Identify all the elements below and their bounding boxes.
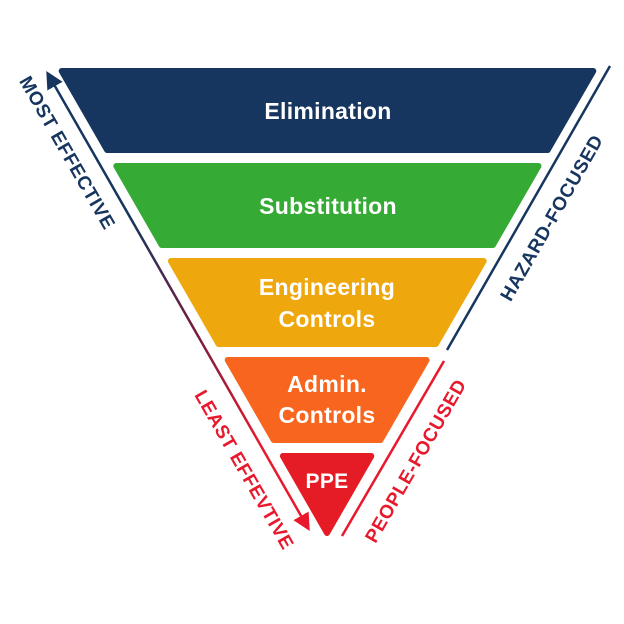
tier-label-engineering-line2: Controls [279,306,376,332]
tier-label-ppe: PPE [306,470,349,493]
effectiveness-arrow-line [46,70,310,532]
tier-label-substitution: Substitution [259,193,397,219]
tier-label-admin-line1: Admin. [287,371,367,397]
tier-label-admin-line2: Controls [279,402,376,428]
tier-shape-ppe [279,453,375,536]
people-focused-line [340,360,446,537]
hazard-focused-label: HAZARD-FOCUSED [497,131,608,305]
tier-label-engineering-line1: Engineering [259,274,395,300]
hazard-focused-line [445,65,612,351]
tier-label-elimination: Elimination [264,98,391,124]
